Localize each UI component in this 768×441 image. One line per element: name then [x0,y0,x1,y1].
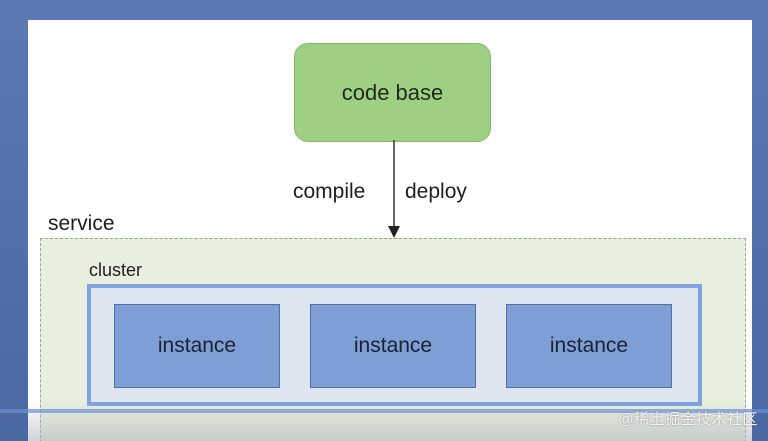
service-label: service [48,212,115,235]
instance-label: instance [157,334,237,357]
instance-node-3: instance [506,304,672,388]
video-progress-bar[interactable] [0,409,768,413]
cluster-label: cluster [89,260,143,280]
deploy-label: deploy [405,180,467,203]
code-base-node: code base [294,43,491,142]
compile-label: compile [293,180,366,203]
slide-canvas: code base compile deploy service cluster… [28,20,752,441]
arrow-head [388,226,400,238]
instance-node-2: instance [310,304,476,388]
instance-label: instance [549,334,629,357]
code-base-label: code base [341,79,444,105]
watermark-text: @稀土掘金技术社区 [618,411,758,428]
instance-label: instance [353,334,433,357]
instance-node-1: instance [114,304,280,388]
deploy-arrow [388,140,400,238]
